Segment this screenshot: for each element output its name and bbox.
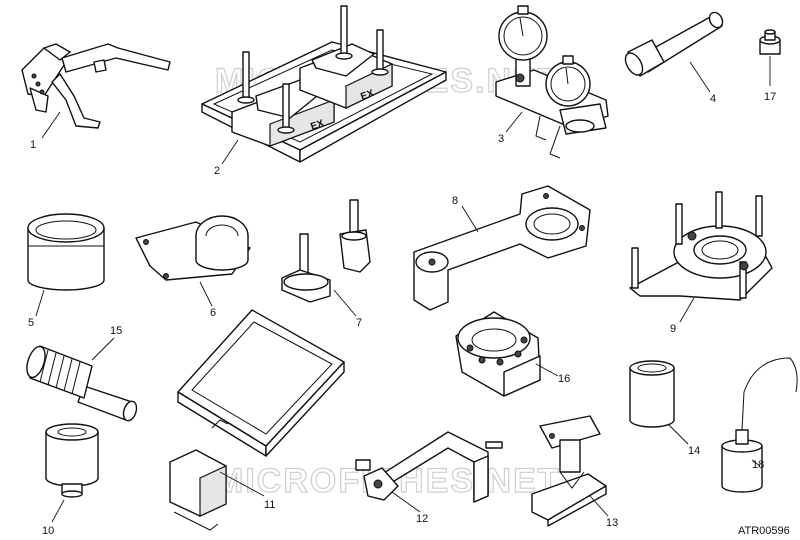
embossed-ex-right: EX — [359, 88, 376, 103]
tool-5-sleeve — [27, 213, 105, 291]
callout-4: 4 — [710, 93, 716, 105]
tool-15-threaded-puller — [26, 345, 138, 422]
tool-12-bracket-indicator — [355, 431, 503, 503]
tool-16-castellated-socket — [455, 311, 541, 397]
tool-1-clamp-fixture — [21, 43, 171, 129]
tool-17-nut — [759, 29, 781, 55]
reference-code: ATR00596 — [738, 525, 790, 537]
callout-17: 17 — [764, 91, 776, 103]
callout-14: 14 — [688, 445, 700, 457]
tool-10-socket-adapter — [45, 423, 99, 498]
callout-11: 11 — [264, 499, 275, 511]
callout-12: 12 — [416, 513, 428, 525]
callout-9: 9 — [670, 323, 676, 335]
tool-3-dial-gauge-stand — [495, 5, 609, 159]
tool-18-oil-bottle — [721, 357, 798, 493]
tool-6-pulley-holder — [135, 215, 251, 281]
tool-11-mat-and-base — [169, 309, 345, 531]
tool-2-cam-holding-tray: EX EX — [201, 5, 447, 163]
callout-16: 16 — [558, 373, 570, 385]
callout-1: 1 — [30, 139, 36, 151]
tool-8-spanner-wrench — [413, 185, 591, 311]
tool-9-flywheel-holder-plate — [629, 191, 773, 301]
leader-lines — [35, 56, 771, 523]
callout-18: 18 — [752, 459, 764, 471]
callout-2: 2 — [214, 165, 220, 177]
callout-8: 8 — [452, 195, 458, 207]
tool-14-cylinder — [629, 360, 675, 428]
callout-13: 13 — [606, 517, 618, 529]
callout-6: 6 — [210, 307, 216, 319]
callout-10: 10 — [42, 525, 54, 537]
tool-7-locating-pins — [281, 199, 371, 303]
callout-7: 7 — [356, 317, 362, 329]
embossed-ex-left: EX — [309, 118, 326, 133]
tool-4-socket-wrench — [624, 11, 724, 77]
tool-13-lifting-handle — [531, 415, 607, 527]
callout-3: 3 — [498, 133, 504, 145]
callout-5: 5 — [28, 317, 34, 329]
callout-15: 15 — [110, 325, 122, 337]
